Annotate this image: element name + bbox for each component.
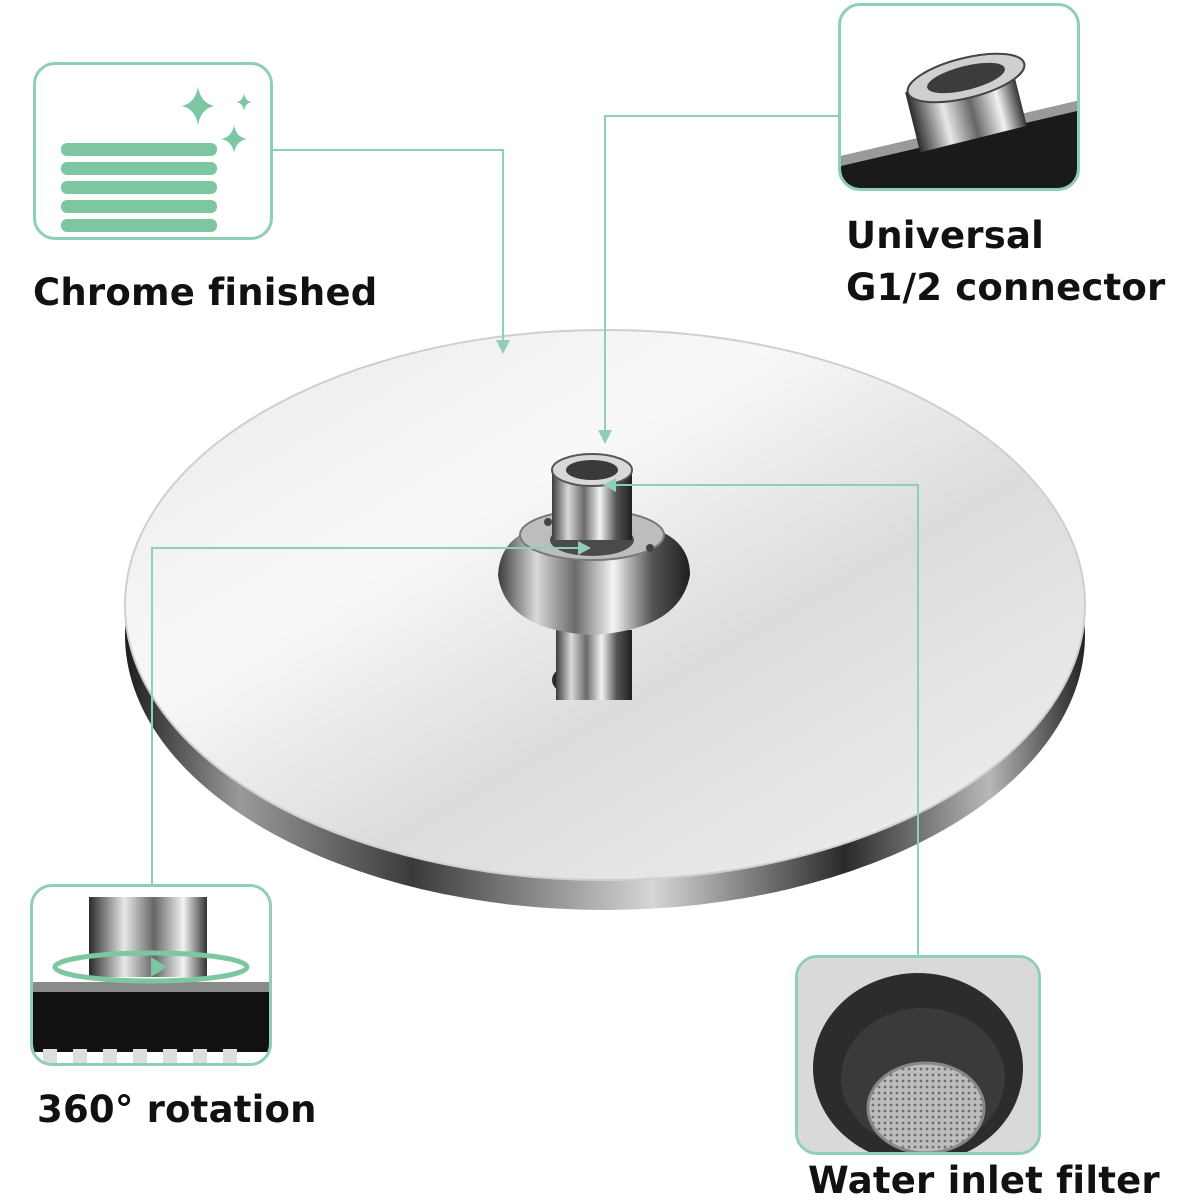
connector-closeup [841, 52, 1077, 188]
filter-card [795, 955, 1041, 1155]
filter-label: Water inlet filter [808, 1159, 1160, 1202]
filter-closeup [798, 958, 1038, 1152]
connector-label-line1: Universal [846, 214, 1045, 257]
rotation-arrow-icon [52, 950, 250, 984]
rotation-card [30, 884, 272, 1066]
chrome-layers-icon [61, 87, 252, 232]
connector-card [838, 3, 1080, 191]
rotation-label: 360° rotation [37, 1088, 317, 1131]
connector-label-line2: G1/2 connector [846, 266, 1166, 309]
chrome-finish-label: Chrome finished [33, 271, 378, 314]
sparkle-icon [182, 87, 252, 153]
rotation-closeup [33, 897, 269, 1063]
chrome-finish-card [33, 62, 273, 240]
